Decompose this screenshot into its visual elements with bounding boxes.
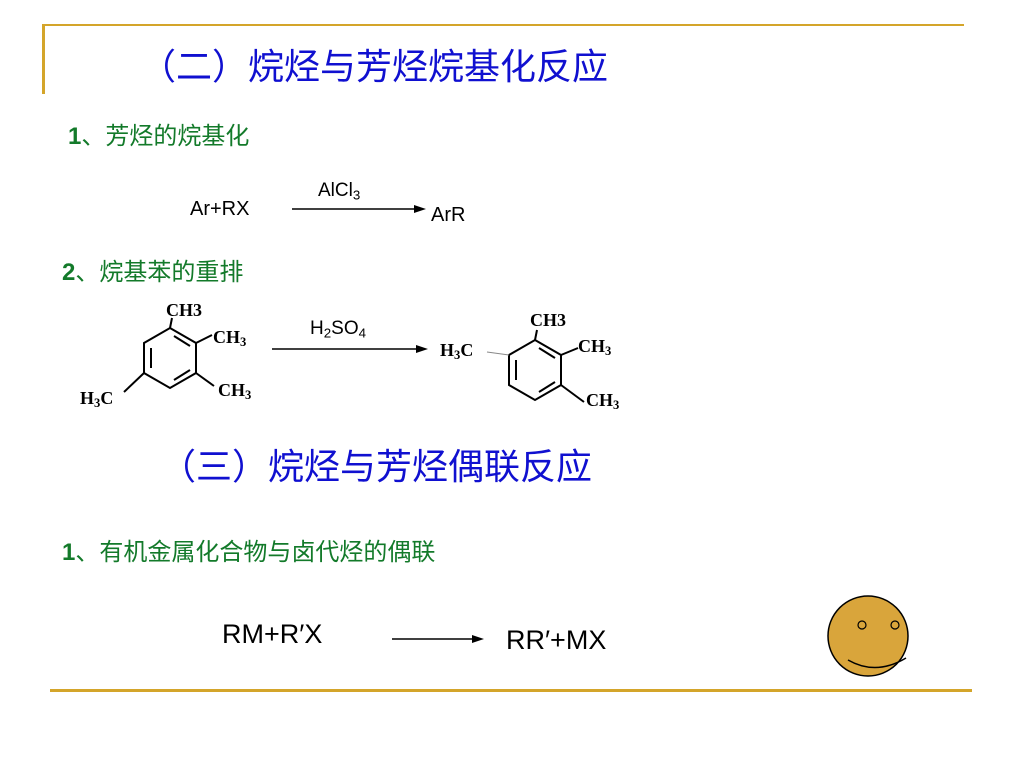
bottom-accent-line	[50, 689, 972, 692]
section2-title: （二）烷烃与芳烃烷基化反应	[140, 47, 609, 88]
item3-heading: 1、有机金属化合物与卤代烃的偶联	[62, 532, 435, 567]
rxn1-product: ArR	[431, 204, 466, 226]
smiley-face-icon	[827, 595, 909, 677]
item1-number: 1	[68, 123, 82, 150]
rxn2-left-h3c-sub: 3	[94, 396, 101, 411]
item2-heading: 2、烷基苯的重排	[62, 252, 243, 287]
rxn2-reagent-mid: SO	[331, 318, 359, 339]
rxn2-arrow	[272, 345, 428, 353]
item2-text: 、烷基苯的重排	[75, 258, 244, 286]
rxn2-left-ch3-right2-sub: 3	[245, 388, 252, 403]
rxn2-left-ch3-right1-main: CH	[213, 327, 240, 347]
rxn2-left-ch3-right2-main: CH	[218, 380, 245, 400]
rxn2-left-ch3-right1: CH3	[213, 327, 246, 348]
top-accent-line	[42, 24, 964, 26]
rxn3-reactant: RM+R′X	[222, 619, 323, 649]
left-accent-line	[42, 26, 45, 94]
rxn1-catalyst-main: AlCl	[318, 180, 353, 201]
rxn2-left-h3c: H3C	[80, 388, 113, 409]
rxn2-left-ch3-right1-sub: 3	[240, 335, 247, 350]
rxn2-right-benzene-ring	[486, 329, 585, 403]
rxn2-right-ch3-right1-main: CH	[578, 336, 605, 356]
rxn2-right-h3c-tail: C	[460, 340, 474, 360]
rxn1-arrow	[292, 205, 426, 213]
rxn2-right-h3c-main: H	[440, 340, 455, 360]
rxn1-reactant: Ar+RX	[190, 198, 250, 220]
rxn2-left-ch3-right2: CH3	[218, 380, 251, 401]
rxn3-arrow	[392, 635, 484, 643]
rxn2-reagent-sub1: 2	[323, 325, 332, 341]
rxn1-catalyst: AlCl3	[318, 180, 360, 202]
rxn2-reagent-h: H	[310, 318, 324, 339]
item2-number: 2	[62, 259, 76, 286]
rxn2-right-h3c-sub: 3	[454, 348, 461, 363]
rxn1-catalyst-sub: 3	[352, 187, 361, 203]
rxn2-right-ch3-top-main: CH	[530, 310, 557, 330]
rxn2-left-ch3-top: CH3	[166, 300, 202, 321]
item3-number: 1	[62, 539, 76, 566]
item1-heading: 1、芳烃的烷基化	[68, 116, 249, 151]
rxn2-right-ch3-right2-sub: 3	[613, 398, 620, 413]
rxn2-left-h3c-tail: C	[100, 388, 114, 408]
rxn3-product: RR′+MX	[506, 625, 607, 655]
rxn2-right-h3c: H3C	[440, 340, 473, 361]
rxn2-right-ch3-top-num: 3	[557, 310, 566, 330]
rxn2-left-ch3-top-num: 3	[193, 300, 202, 320]
item1-text: 、芳烃的烷基化	[81, 122, 250, 150]
rxn2-left-ch3-top-main: CH	[166, 300, 193, 320]
item3-text: 、有机金属化合物与卤代烃的偶联	[75, 538, 436, 566]
rxn2-right-ch3-right1: CH3	[578, 336, 611, 357]
rxn2-left-h3c-main: H	[80, 388, 95, 408]
rxn2-right-ch3-right2-main: CH	[586, 390, 613, 410]
rxn2-reagent: H2SO4	[310, 318, 366, 340]
rxn2-reagent-sub2: 4	[358, 325, 366, 341]
rxn2-left-benzene-ring	[123, 317, 215, 393]
section3-title: （三）烷烃与芳烃偶联反应	[160, 447, 593, 488]
rxn2-right-ch3-right2: CH3	[586, 390, 619, 411]
rxn2-right-ch3-right1-sub: 3	[605, 344, 612, 359]
rxn2-right-ch3-top: CH3	[530, 310, 566, 331]
